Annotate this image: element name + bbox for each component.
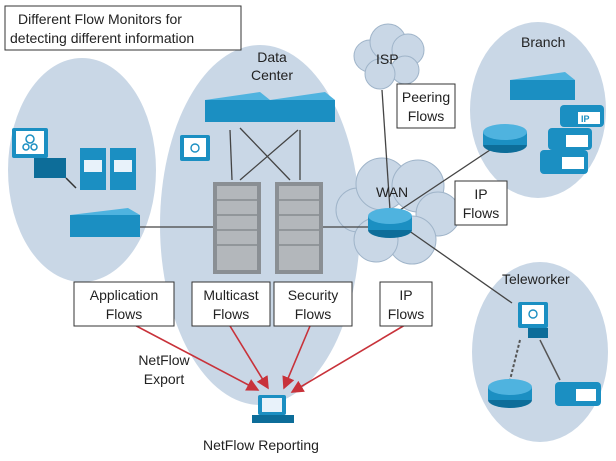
dc-monitor-icon — [180, 135, 210, 161]
netflow-export-arrows — [124, 319, 406, 393]
application-flows-line-2: Flows — [106, 306, 143, 322]
title-box — [4, 5, 242, 51]
teleworker-cable — [509, 339, 561, 381]
teleworker-ip-phone-icon — [555, 382, 601, 406]
peering-flows-line-1: Peering — [402, 89, 450, 105]
ip-phone-badge: IP — [581, 114, 590, 124]
netflow-reporting-label: NetFlow Reporting — [203, 437, 319, 453]
branch-ip-phone-icon: IP — [540, 105, 604, 174]
ip-flows-bottom-line-1: IP — [399, 287, 412, 303]
teleworker-pc-icon — [518, 302, 548, 338]
multicast-flows-line-2: Flows — [213, 306, 250, 322]
netflow-export-label-1: NetFlow — [138, 352, 190, 368]
data-center-label-2: Center — [251, 67, 293, 83]
security-flows-line-1: Security — [288, 287, 339, 303]
data-center-label-1: Data — [257, 49, 287, 65]
peering-flows-box: Peering Flows — [396, 83, 456, 129]
dc-switch-right-icon — [270, 92, 335, 122]
isp-cloud — [353, 23, 425, 90]
left-switch-icon — [70, 208, 140, 237]
management-workstation-icon — [12, 128, 77, 189]
teleworker-router-icon — [488, 379, 532, 408]
application-flows-line-1: Application — [90, 287, 159, 303]
security-flows-box: Security Flows — [273, 281, 353, 327]
ip-flows-wan-box: IP Flows — [454, 180, 508, 226]
branch-switch-icon — [510, 72, 575, 100]
links — [100, 89, 513, 304]
security-flows-line-2: Flows — [295, 306, 332, 322]
teleworker-label: Teleworker — [502, 271, 570, 287]
multicast-flows-line-1: Multicast — [203, 287, 258, 303]
application-flows-box: Application Flows — [73, 281, 175, 327]
ip-flows-bottom-box: IP Flows — [379, 281, 433, 327]
netflow-reporting-pc-icon — [252, 395, 294, 423]
wan-router-icon — [368, 208, 412, 238]
ip-flows-wan-line-2: Flows — [463, 205, 500, 221]
ip-flows-bottom-line-2: Flows — [388, 306, 425, 322]
isp-label: ISP — [376, 51, 399, 67]
multicast-flows-box: Multicast Flows — [191, 281, 271, 327]
title-line-1: Different Flow Monitors for — [18, 11, 182, 27]
branch-label: Branch — [521, 34, 565, 50]
server-icon — [80, 148, 136, 190]
netflow-export-label-2: Export — [144, 371, 185, 387]
peering-flows-line-2: Flows — [408, 108, 445, 124]
title-line-2: detecting different information — [10, 30, 194, 46]
ip-flows-wan-line-1: IP — [474, 186, 487, 202]
core-chassis-right-icon — [275, 182, 323, 274]
dc-switch-left-icon — [205, 92, 270, 122]
core-chassis-left-icon — [213, 182, 261, 274]
branch-router-icon — [483, 124, 527, 153]
wan-label: WAN — [376, 184, 408, 200]
